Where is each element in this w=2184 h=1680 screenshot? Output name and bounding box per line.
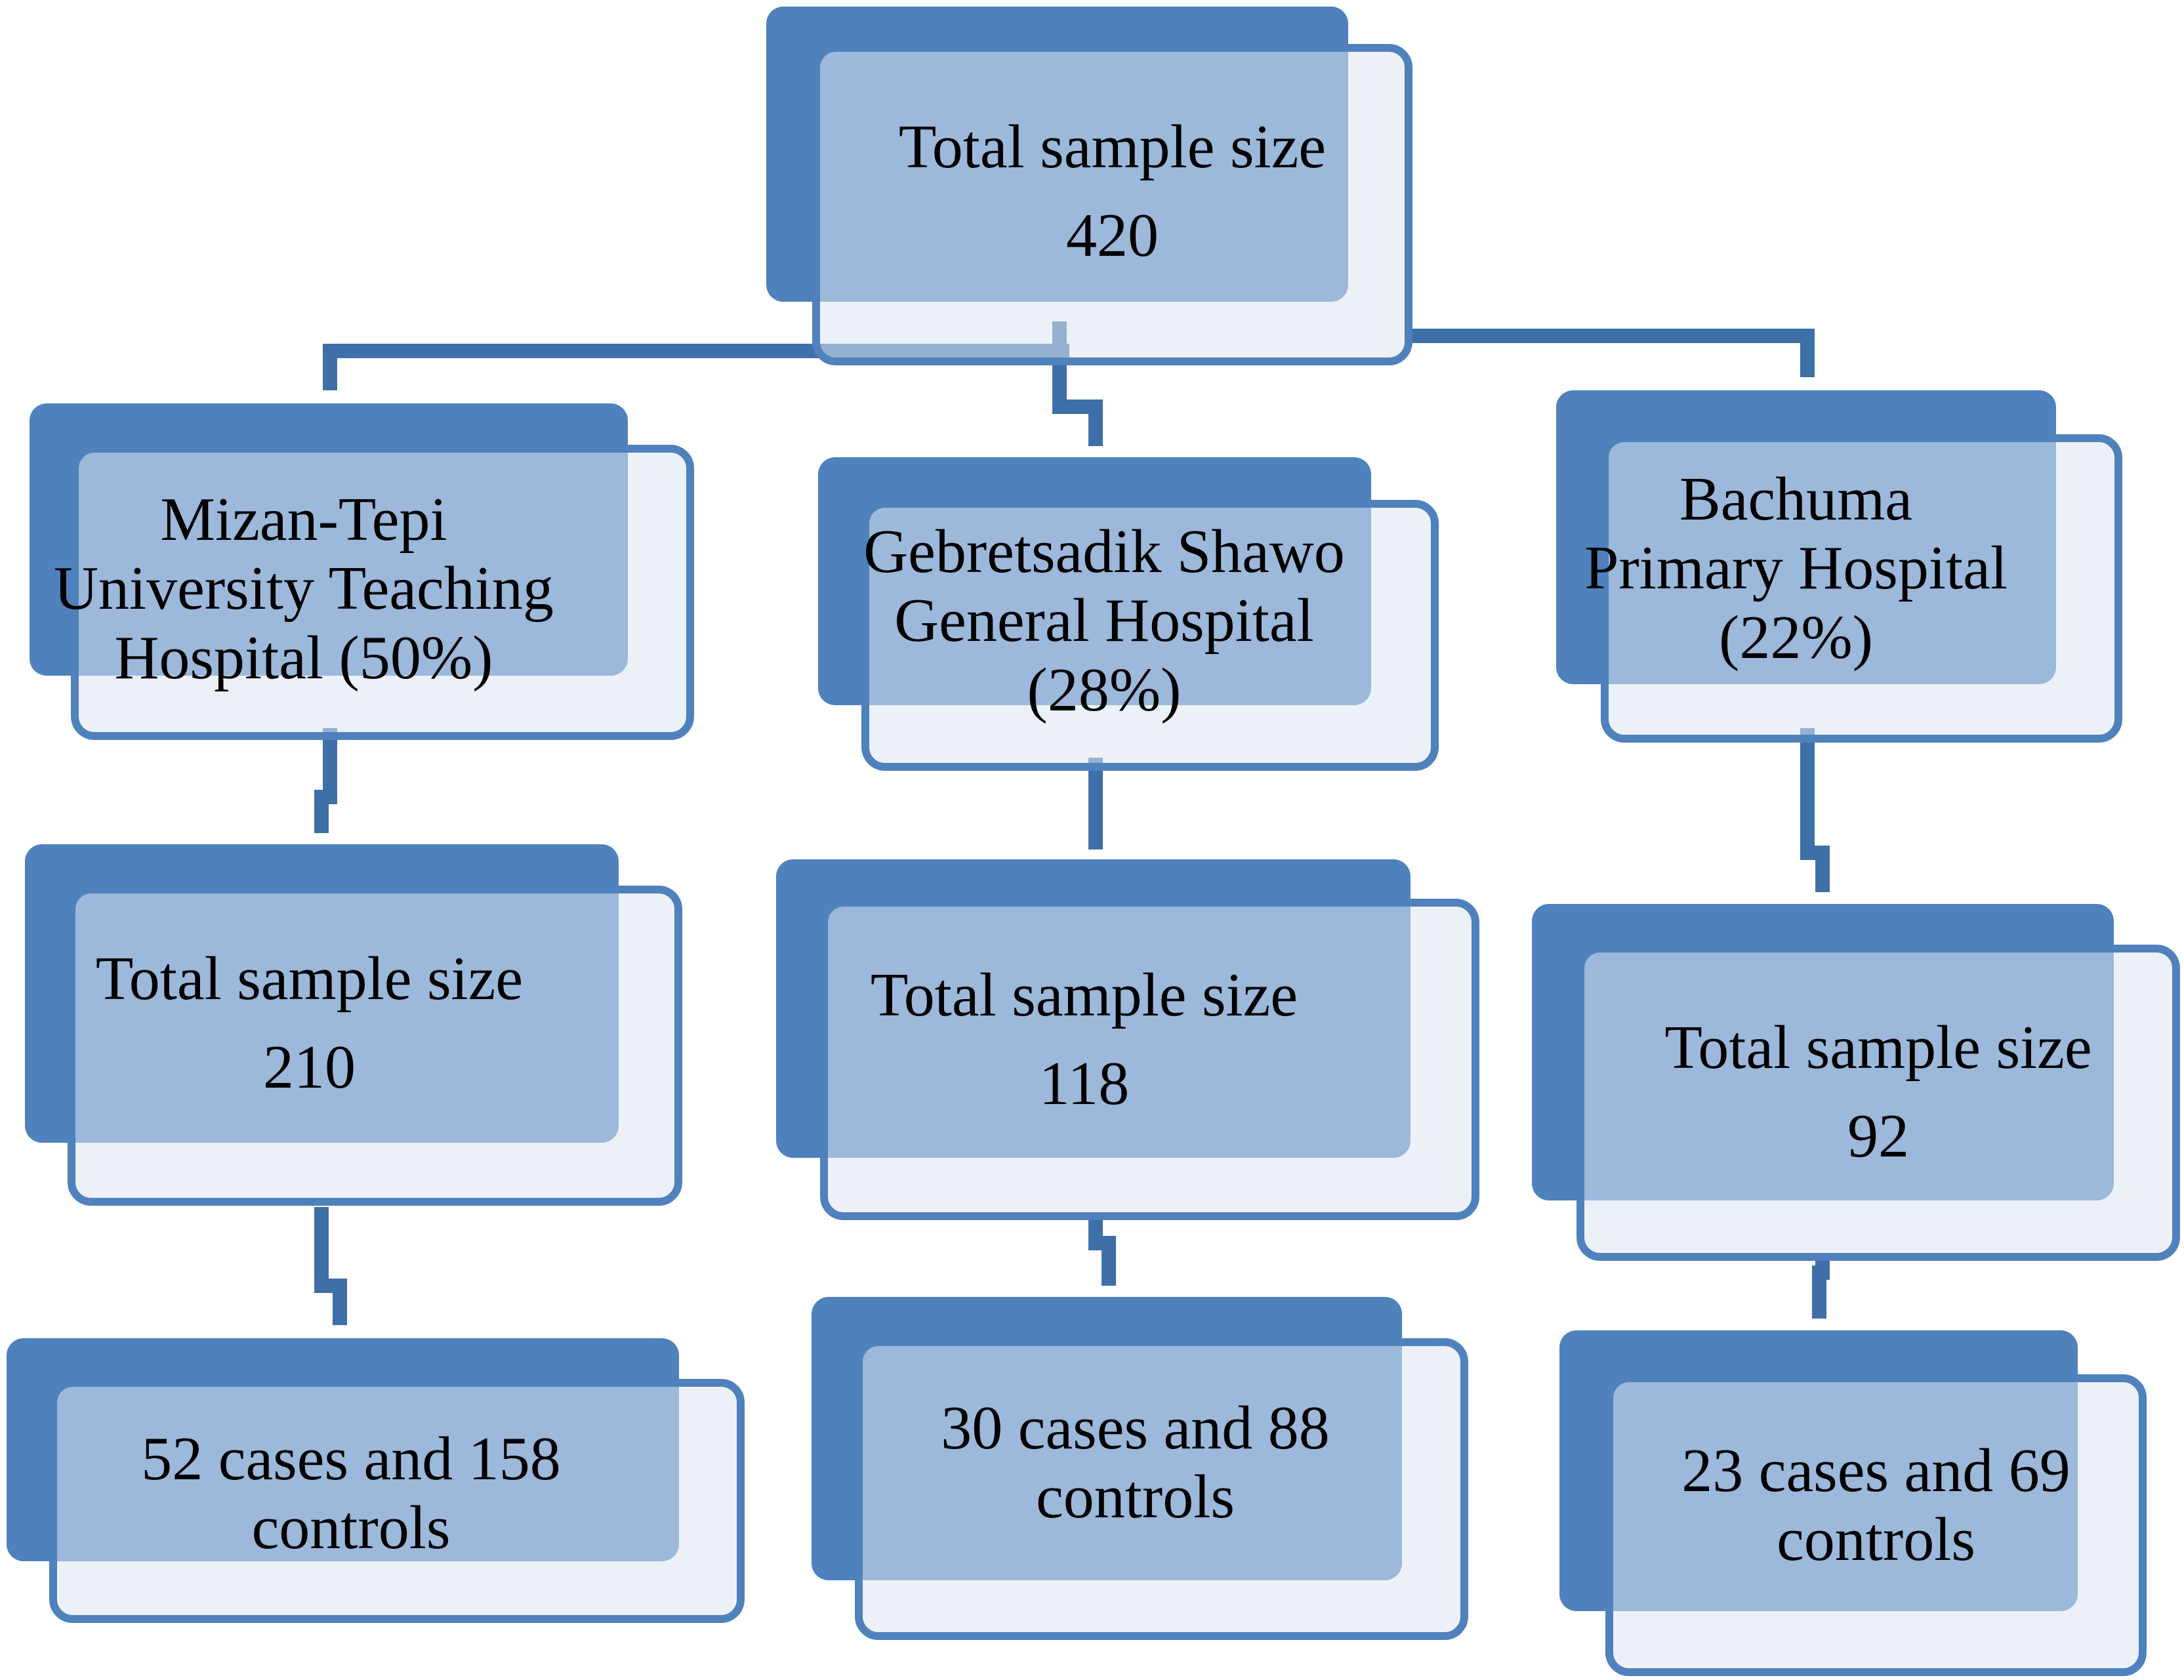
sample-node-3-card [1576,945,2180,1261]
hospital-node-3-card [1601,434,2122,743]
sample-1-value: 210 [263,1033,356,1101]
sample-2-label: Total sample size [870,960,1298,1029]
connector-hospital-1-to-sample-1 [314,728,337,833]
hospital-1-name-line-3: Hospital (50%) [114,623,493,692]
outcome-2-line-2: controls [1036,1463,1235,1531]
connector-root-to-hospital-3 [1411,329,1815,377]
outcome-node-1-card [49,1379,745,1623]
hospital-3-name-line-2: Primary Hospital [1584,534,2008,603]
outcome-node-3-card [1605,1374,2147,1676]
outcome-1-line-2: controls [251,1494,451,1562]
hospital-node-1-card [71,445,694,740]
hospital-node-3-label: Bachuma Primary Hospital (22%) [1584,434,2122,690]
sample-node-1-card [68,886,682,1206]
root-node-card [812,44,1412,365]
outcome-node-1-label: 52 cases and 158 controls [49,1379,745,1576]
hospital-2-name-line-1: Gebretsadik Shawo [863,518,1345,586]
sample-2-value: 118 [1039,1050,1130,1118]
hospital-3-name-line-3: (22%) [1719,603,1873,672]
hospital-node-2-label: Gebretsadik Shawo General Hospital (28%) [861,500,1439,762]
sample-3-label: Total sample size [1664,1013,2092,1082]
root-sample-label: Total sample size [898,112,1327,181]
outcome-3-line-2: controls [1777,1506,1975,1574]
root-node-label: Total sample size 420 [812,44,1412,319]
sample-node-1-label: Total sample size 210 [68,886,682,1148]
hospital-1-name-line-1: Mizan-Tepi [160,485,447,554]
hospital-1-name-line-2: University Teaching [54,554,554,623]
hospital-3-name-line-1: Bachuma [1679,465,1912,534]
hospital-2-name-line-3: (28%) [1027,655,1182,724]
hospital-node-1-label: Mizan-Tepi University Teaching Hospital … [54,445,694,707]
outcome-node-2-card [855,1338,1468,1640]
sample-node-2-card [820,899,1479,1220]
sample-3-value: 92 [1847,1102,1909,1170]
sample-1-label: Total sample size [95,944,524,1013]
connector-sample-2-to-outcome-2 [1088,1220,1116,1286]
sample-node-2-label: Total sample size 118 [820,899,1479,1161]
connector-sample-1-to-outcome-1 [314,1207,347,1325]
outcome-node-2-label: 30 cases and 88 controls [855,1338,1468,1588]
outcome-1-line-1: 52 cases and 158 [141,1424,561,1493]
outcome-3-line-1: 23 cases and 69 [1681,1436,2071,1505]
hospital-node-2-card [861,500,1439,771]
sample-node-3-label: Total sample size 92 [1576,945,2180,1207]
hospital-2-name-line-2: General Hospital [894,586,1314,655]
connector-sample-3-to-outcome-3 [1812,1256,1830,1319]
outcome-node-3-label: 23 cases and 69 controls [1605,1374,2147,1624]
root-sample-value: 420 [1066,201,1159,270]
connector-hospital-3-to-sample-3 [1800,728,1830,892]
outcome-2-line-1: 30 cases and 88 [941,1393,1330,1462]
